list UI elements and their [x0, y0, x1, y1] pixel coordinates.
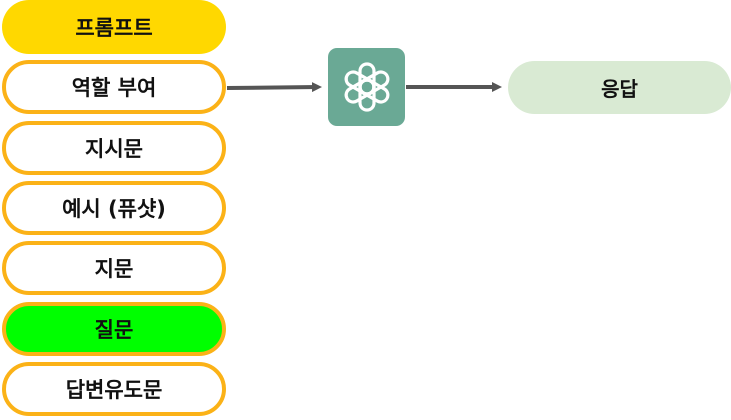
- arrow-prompt-to-model: [226, 82, 322, 93]
- prompt-item-instruction: 지시문: [2, 121, 226, 175]
- prompt-item-question: 질문: [2, 302, 226, 356]
- prompt-item-role: 역할 부여: [2, 60, 226, 114]
- prompt-item-examples: 예시 (퓨샷): [2, 181, 226, 235]
- response-label: 응답: [601, 77, 638, 101]
- prompt-item-label: 지시문: [85, 137, 143, 161]
- prompt-header: 프롬프트: [2, 0, 226, 54]
- prompt-item-label: 답변유도문: [65, 378, 163, 402]
- prompt-item-answer-lead: 답변유도문: [2, 362, 226, 416]
- prompt-item-label: 질문: [94, 318, 134, 342]
- response-box: 응답: [508, 61, 731, 114]
- prompt-item-label: 역할 부여: [71, 76, 157, 100]
- prompt-item-context: 지문: [2, 241, 226, 295]
- model-box: [328, 48, 405, 126]
- openai-logo-icon: [344, 62, 389, 112]
- prompt-item-label: 예시 (퓨샷): [62, 197, 166, 221]
- prompt-header-label: 프롬프트: [75, 16, 153, 40]
- prompt-item-label: 지문: [94, 257, 134, 281]
